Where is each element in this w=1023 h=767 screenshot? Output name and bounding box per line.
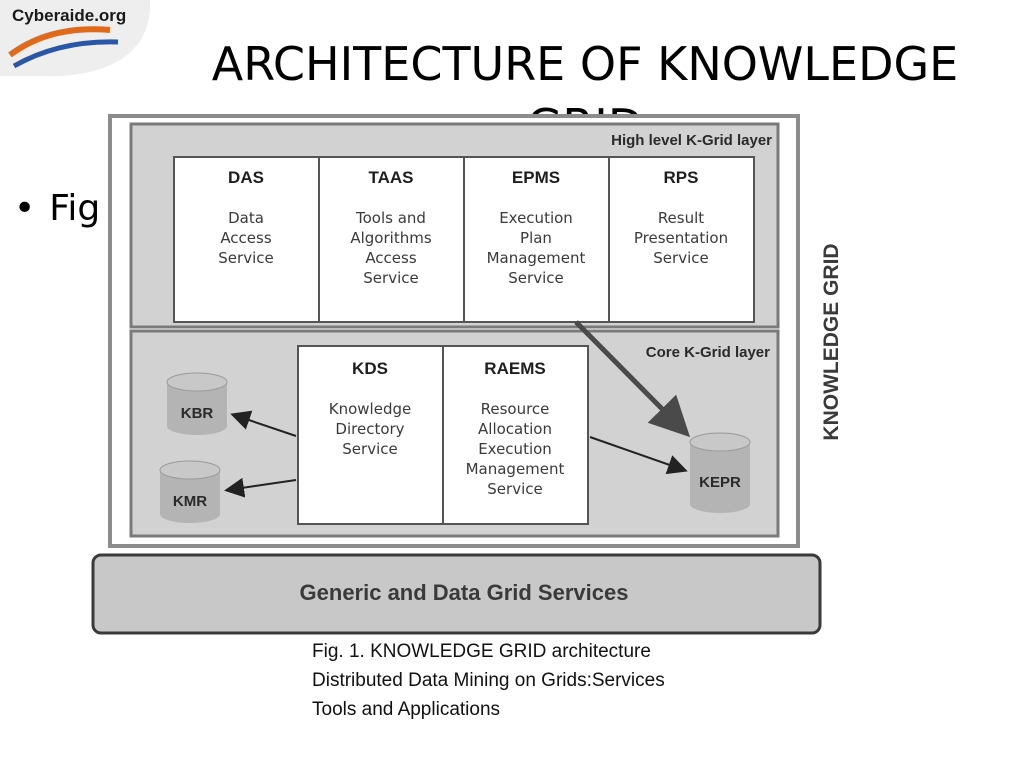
raems-to-kepr-arrow: [589, 436, 688, 475]
service-description-line: Service: [342, 440, 397, 458]
service-description-line: Presentation: [634, 229, 728, 247]
service-description-line: Execution: [478, 440, 552, 458]
service-abbr: RPS: [664, 168, 699, 187]
kds-to-kbr-arrow: [230, 410, 297, 437]
service-description-line: Result: [658, 209, 704, 227]
kbr-label: KBR: [181, 405, 214, 422]
service-description-line: Directory: [335, 420, 404, 438]
kbr-repository: KBR: [166, 372, 228, 435]
service-description-line: Service: [487, 480, 542, 498]
logo-graphic: [0, 0, 151, 77]
service-abbr: TAAS: [368, 168, 413, 187]
logo-text: Cyberaide.org: [12, 6, 127, 25]
generic-data-grid-label: Generic and Data Grid Services: [300, 580, 629, 605]
kepr-label: KEPR: [699, 474, 741, 491]
service-description-line: Algorithms: [350, 229, 431, 247]
service-abbr: EPMS: [512, 168, 560, 187]
service-description-line: Management: [466, 460, 565, 478]
core-layer-label: Core K-Grid layer: [646, 344, 770, 361]
service-description-line: Knowledge: [329, 400, 411, 418]
service-description-line: Data: [228, 209, 264, 227]
epms-to-kepr-arrow: [574, 320, 691, 438]
caption-line: Tools and Applications: [312, 699, 501, 720]
kmr-repository: KMR: [159, 460, 221, 523]
bullet-dot: •: [14, 188, 36, 229]
caption-line: Distributed Data Mining on Grids:Service…: [312, 670, 665, 691]
caption-line: Fig. 1. KNOWLEDGE GRID architecture: [312, 641, 651, 662]
generic-data-grid-layer: [91, 553, 822, 635]
service-raems: RAEMS ResourceAllocationExecutionManageme…: [466, 359, 565, 498]
service-description-line: Service: [363, 269, 418, 287]
service-abbr: RAEMS: [484, 359, 545, 378]
service-description-line: Service: [218, 249, 273, 267]
high-level-layer-label: High level K-Grid layer: [611, 132, 772, 149]
service-description-line: Access: [365, 249, 417, 267]
service-description-line: Service: [653, 249, 708, 267]
service-description-line: Management: [487, 249, 586, 267]
service-description-line: Access: [220, 229, 272, 247]
figure-caption: Fig. 1. KNOWLEDGE GRID architecture Dist…: [312, 637, 665, 724]
kmr-label: KMR: [173, 493, 207, 510]
service-abbr: DAS: [228, 168, 264, 187]
service-description-line: Service: [508, 269, 563, 287]
service-description-line: Allocation: [478, 420, 552, 438]
kds-to-kmr-arrow: [224, 477, 297, 498]
service-abbr: KDS: [352, 359, 388, 378]
service-description-line: Tools and: [355, 209, 426, 227]
bullet-text: Fig: [49, 188, 101, 229]
knowledge-grid-vertical-label: KNOWLEDGE GRID: [820, 243, 843, 440]
kepr-repository: KEPR: [689, 432, 751, 513]
bullet-item: • Fig: [14, 188, 114, 238]
cyberaide-logo[interactable]: Cyberaide.org: [0, 0, 160, 78]
service-description-line: Plan: [520, 229, 552, 247]
service-description-line: Execution: [499, 209, 573, 227]
service-description-line: Resource: [481, 400, 550, 418]
